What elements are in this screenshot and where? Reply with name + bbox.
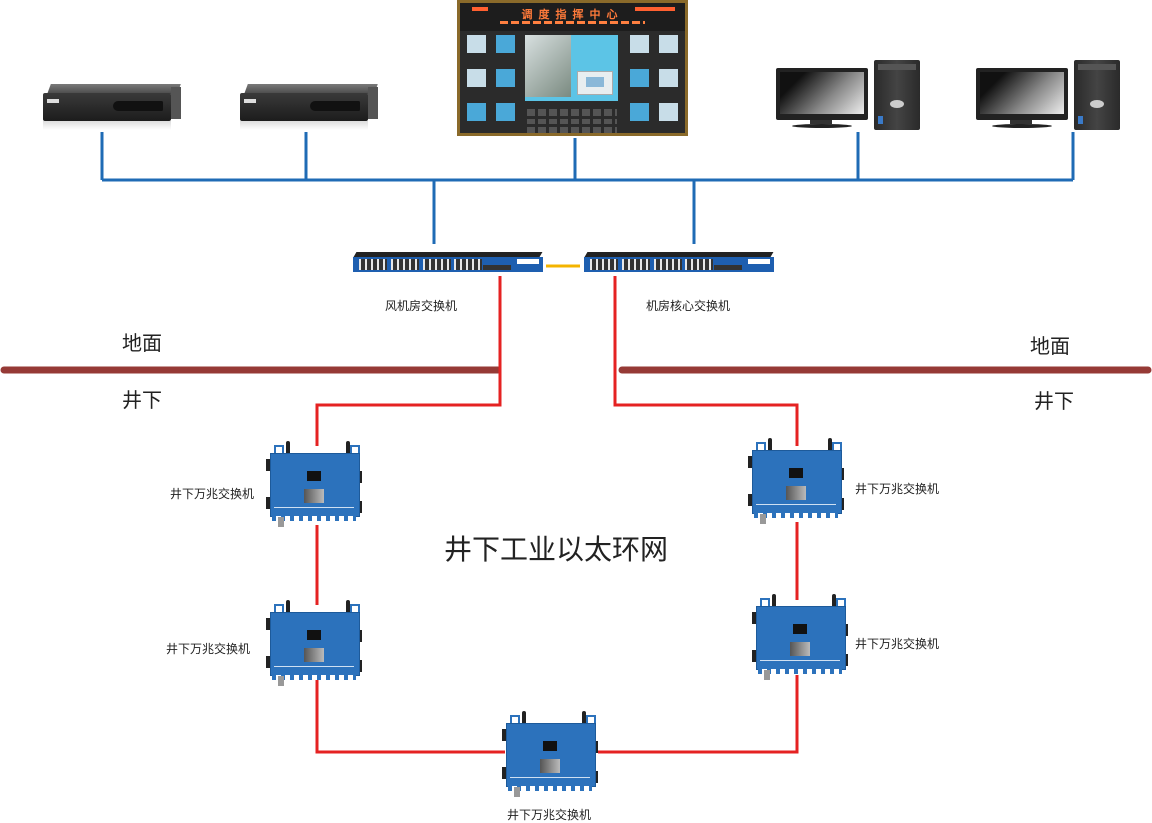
desktop-computer-icon[interactable]	[770, 60, 928, 132]
lan-bus	[100, 132, 1075, 244]
video-wall-main-screen	[525, 35, 618, 101]
ring-link-core-to-sw4	[613, 276, 799, 446]
zone-label-underground-right: 井下	[1034, 389, 1074, 413]
ring-link-fan-to-sw1	[315, 276, 502, 446]
desktop-computer-icon[interactable]	[970, 60, 1128, 132]
fan-room-switch-icon[interactable]	[353, 252, 543, 274]
ring-switch-2-label: 井下万兆交换机	[166, 642, 251, 656]
zone-label-underground-left: 井下	[122, 388, 162, 412]
ring-switch-4-label: 井下万兆交换机	[855, 482, 940, 496]
zone-label-above-ground-left: 地面	[122, 331, 162, 355]
ring-switch-3-label: 井下万兆交换机	[507, 808, 592, 822]
ring-link-sw2-sw3	[315, 680, 505, 754]
video-wall-keypad	[527, 109, 617, 133]
zone-label-above-ground-right: 地面	[1030, 334, 1070, 358]
mining-switch-icon[interactable]	[266, 441, 362, 527]
ring-links	[315, 276, 799, 754]
nvr-recorder-icon[interactable]	[240, 84, 378, 130]
ring-network-title: 井下工业以太环网	[444, 533, 669, 566]
mining-switch-icon[interactable]	[502, 711, 598, 797]
video-wall-title: 调度指挥中心	[521, 8, 624, 21]
dispatch-video-wall-icon[interactable]: 调度指挥中心	[457, 0, 688, 136]
nvr-recorder-icon[interactable]	[43, 84, 181, 130]
fan-room-switch-label: 风机房交换机	[385, 299, 458, 313]
ring-switch-1-label: 井下万兆交换机	[170, 487, 255, 501]
mining-switch-icon[interactable]	[748, 438, 844, 524]
ring-link-sw5-sw3	[598, 675, 799, 754]
mining-switch-icon[interactable]	[752, 594, 848, 680]
ring-switch-5-label: 井下万兆交换机	[855, 637, 940, 651]
video-wall-header: 调度指挥中心	[460, 3, 685, 31]
mining-switch-icon[interactable]	[266, 600, 362, 686]
core-switch-icon[interactable]	[584, 252, 774, 274]
core-switch-label: 机房核心交换机	[646, 299, 731, 313]
